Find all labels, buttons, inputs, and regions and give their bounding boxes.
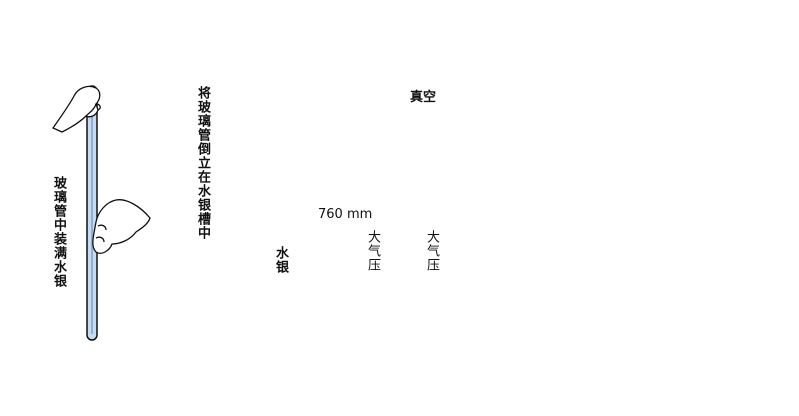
height-label: 760 mm xyxy=(318,207,373,222)
pressure-label-right: 大气压 xyxy=(424,230,439,272)
pressure-label-left: 大气压 xyxy=(365,230,380,272)
panel-1-caption: 玻璃管中装满水银 xyxy=(51,176,66,288)
hand-icon xyxy=(52,85,101,133)
panel-2-caption: 将玻璃管倒立在水银槽中 xyxy=(195,86,210,240)
hand-icon xyxy=(92,199,151,254)
mercury-label: 水银 xyxy=(273,246,288,274)
vacuum-label: 真空 xyxy=(410,90,437,105)
panel-1 xyxy=(52,85,151,341)
